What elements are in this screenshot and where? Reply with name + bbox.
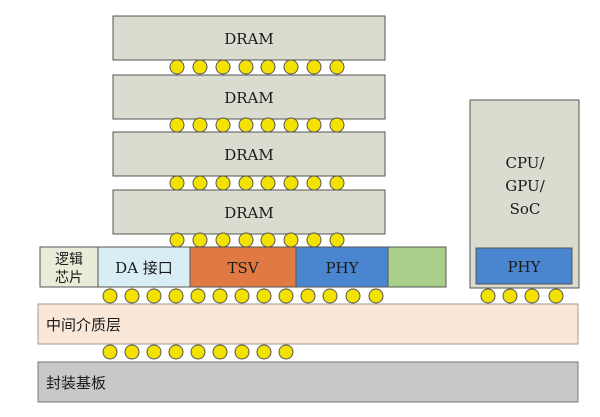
c4-bump (168, 344, 184, 360)
dram-layer-3: DRAM (112, 131, 386, 177)
tsv-block (189, 246, 297, 288)
processor-label-line3: SoC (510, 200, 541, 218)
package-substrate: 封装基板 (37, 361, 579, 403)
logic-die-bump (102, 288, 118, 304)
microbump (283, 59, 299, 75)
c4-bump (278, 344, 294, 360)
logic-die-bump (256, 288, 272, 304)
c4-bump (256, 344, 272, 360)
microbump (192, 232, 208, 248)
green-block (387, 246, 447, 288)
microbump (306, 232, 322, 248)
logic-die-label-line2: 芯片 (55, 270, 83, 286)
microbump (260, 175, 276, 191)
processor-label-line2: GPU/ (505, 177, 545, 195)
microbump (283, 117, 299, 133)
microbump (169, 175, 185, 191)
microbump (238, 59, 254, 75)
microbump (260, 117, 276, 133)
processor-bump (524, 288, 540, 304)
microbump (169, 59, 185, 75)
processor-label-line1: CPU/ (505, 154, 545, 172)
microbump (306, 117, 322, 133)
microbump (192, 59, 208, 75)
dram-layer-2: DRAM (112, 74, 386, 120)
da-interface-label: DA 接口 (115, 259, 173, 277)
processor-phy-label: PHY (507, 258, 541, 276)
logic-die-bump (322, 288, 338, 304)
microbump (329, 117, 345, 133)
da-interface-block (97, 246, 191, 288)
microbump (238, 117, 254, 133)
microbump (283, 232, 299, 248)
microbump (215, 59, 231, 75)
microbump (260, 232, 276, 248)
c4-bump (102, 344, 118, 360)
microbump (169, 117, 185, 133)
microbump (169, 232, 185, 248)
microbump (306, 59, 322, 75)
microbump (329, 232, 345, 248)
microbump (192, 175, 208, 191)
interposer-layer: 中间介质层 (37, 303, 579, 345)
phy-block (295, 246, 389, 288)
logic-die-bump (212, 288, 228, 304)
dram-label: DRAM (224, 146, 274, 164)
substrate-label: 封装基板 (46, 374, 106, 392)
dram-label: DRAM (224, 30, 274, 48)
dram-label: DRAM (224, 89, 274, 107)
microbump (215, 117, 231, 133)
processor-phy-block (475, 247, 573, 285)
logic-die-bump (168, 288, 184, 304)
c4-bump (190, 344, 206, 360)
logic-die-bump (345, 288, 361, 304)
dram-layer-4: DRAM (112, 189, 386, 235)
logic-die: 逻辑 芯片 DA 接口 TSV PHY (39, 246, 447, 288)
logic-die-bump (234, 288, 250, 304)
c4-bump (212, 344, 228, 360)
c4-bump (124, 344, 140, 360)
processor-die: CPU/ GPU/ SoC PHY (469, 99, 580, 289)
c4-bump (146, 344, 162, 360)
processor-bump (502, 288, 518, 304)
tsv-label: TSV (227, 259, 259, 277)
dram-layer-1: DRAM (112, 15, 386, 61)
processor-bump (480, 288, 496, 304)
microbump (238, 175, 254, 191)
c4-bump (234, 344, 250, 360)
microbump (260, 59, 276, 75)
microbump (215, 175, 231, 191)
logic-die-bump (146, 288, 162, 304)
logic-die-bump (124, 288, 140, 304)
microbump (283, 175, 299, 191)
logic-die-bump (300, 288, 316, 304)
logic-die-bump (368, 288, 384, 304)
processor-bump (548, 288, 564, 304)
logic-die-bump (278, 288, 294, 304)
microbump (329, 175, 345, 191)
logic-die-label-line1: 逻辑 (55, 252, 83, 268)
solder-bumps (102, 59, 564, 360)
interposer-label: 中间介质层 (46, 316, 121, 334)
microbump (329, 59, 345, 75)
microbump (306, 175, 322, 191)
phy-label: PHY (325, 259, 359, 277)
microbump (192, 117, 208, 133)
logic-die-bump (190, 288, 206, 304)
microbump (238, 232, 254, 248)
dram-label: DRAM (224, 204, 274, 222)
microbump (215, 232, 231, 248)
